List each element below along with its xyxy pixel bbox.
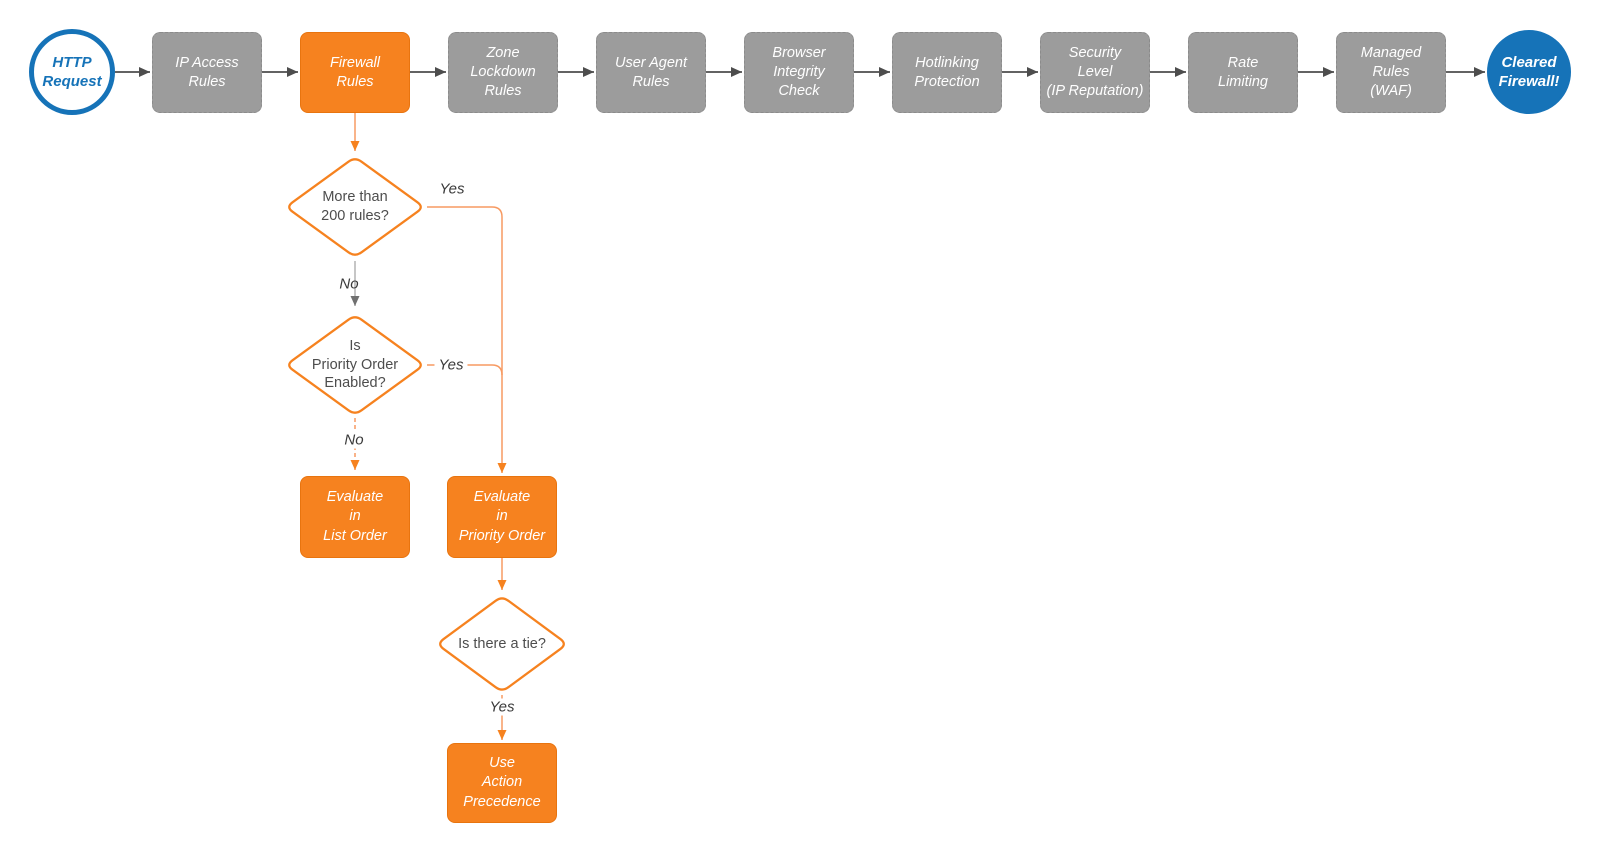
decision-priority-order-enabled: Is Priority Order Enabled? <box>283 312 427 418</box>
process-browser-integrity-check: Browser Integrity Check <box>744 32 854 113</box>
edge-label-no-2: No <box>340 431 368 449</box>
process-rate-limiting: Rate Limiting <box>1188 32 1298 113</box>
edge-label-yes-1: Yes <box>439 180 465 198</box>
diamond-shape <box>288 316 422 414</box>
start-node-http-request: HTTP Request <box>29 29 115 115</box>
process-security-level: Security Level (IP Reputation) <box>1040 32 1150 113</box>
edge-label-no-1: No <box>339 275 359 293</box>
connector-yes-to-priority-order <box>427 206 507 473</box>
diamond-shape <box>439 597 565 691</box>
action-evaluate-priority-order: Evaluate in Priority Order <box>447 476 557 558</box>
action-evaluate-list-order: Evaluate in List Order <box>300 476 410 558</box>
decision-label: Is Priority Order Enabled? <box>311 337 399 392</box>
decision-is-there-a-tie: Is there a tie? <box>434 593 570 695</box>
process-user-agent-rules: User Agent Rules <box>596 32 706 113</box>
edge-label-yes-2: Yes <box>434 356 468 374</box>
action-use-action-precedence: Use Action Precedence <box>447 743 557 823</box>
diamond-shape <box>288 158 422 256</box>
end-node-cleared-firewall: Cleared Firewall! <box>1487 30 1571 114</box>
process-hotlinking-protection: Hotlinking Protection <box>892 32 1002 113</box>
connector-yes2-merge <box>427 364 503 376</box>
decision-label: Is there a tie? <box>458 635 546 652</box>
process-firewall-rules: Firewall Rules <box>300 32 410 113</box>
decision-more-than-200-rules: More than 200 rules? <box>283 154 427 260</box>
process-zone-lockdown-rules: Zone Lockdown Rules <box>448 32 558 113</box>
decision-label: More than 200 rules? <box>321 189 389 224</box>
edge-label-yes-3: Yes <box>485 698 519 716</box>
process-managed-rules-waf: Managed Rules (WAF) <box>1336 32 1446 113</box>
process-ip-access-rules: IP Access Rules <box>152 32 262 113</box>
